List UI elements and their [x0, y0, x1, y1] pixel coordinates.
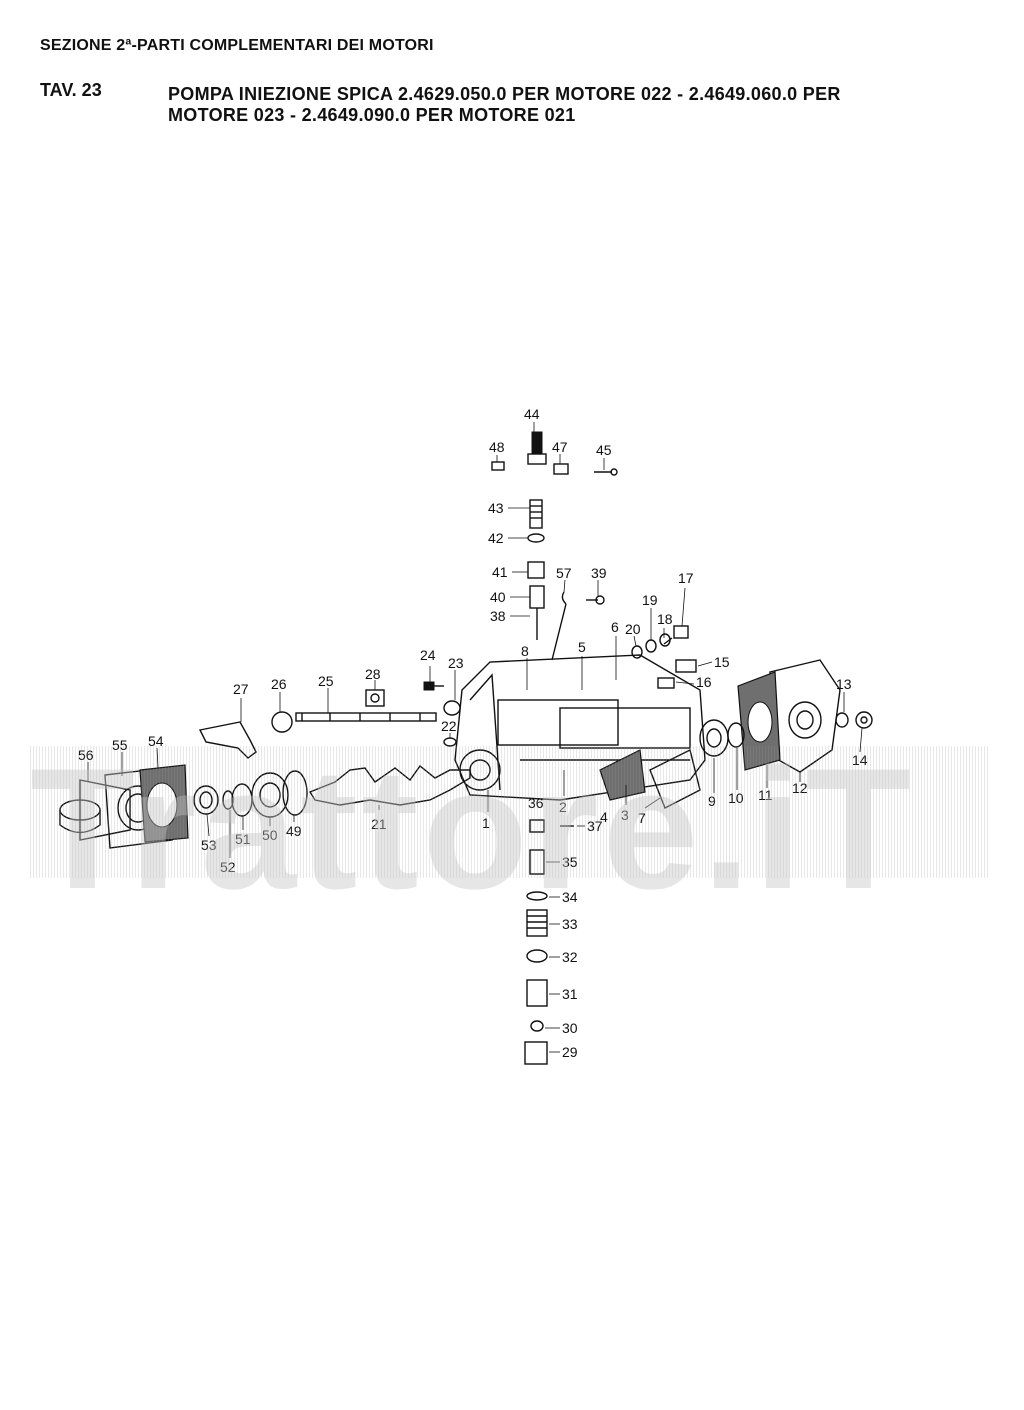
- callout-12: 12: [792, 780, 808, 796]
- callout-43: 43: [488, 500, 504, 516]
- callout-26: 26: [271, 676, 287, 692]
- callout-7: 7: [638, 810, 646, 826]
- callout-31: 31: [562, 986, 578, 1002]
- bearing-9: [699, 719, 729, 757]
- collar-49: [282, 770, 308, 816]
- callout-49: 49: [286, 823, 302, 839]
- callout-4: 4: [600, 809, 608, 825]
- bearing-ring-53: [193, 785, 219, 815]
- callout-25: 25: [318, 673, 334, 689]
- plug-16: [657, 677, 675, 689]
- section-title: SEZIONE 2ª-PARTI COMPLEMENTARI DEI MOTOR…: [40, 37, 434, 54]
- callout-24: 24: [420, 647, 436, 663]
- pump-housing: [454, 654, 706, 801]
- end-cover-12: [769, 659, 841, 773]
- bushing-26: [271, 711, 293, 733]
- callout-57: 57: [556, 565, 572, 581]
- callout-22: 22: [441, 718, 457, 734]
- delivery-valve-stack: [491, 431, 618, 640]
- circlip-52: [222, 790, 234, 810]
- callout-42: 42: [488, 530, 504, 546]
- callout-23: 23: [448, 655, 464, 671]
- nut-28: [365, 689, 385, 707]
- callout-56: 56: [78, 747, 94, 763]
- screw-17: [663, 625, 689, 645]
- nut-13: [835, 712, 849, 728]
- callout-50: 50: [262, 827, 278, 843]
- callout-29: 29: [562, 1044, 578, 1060]
- callout-44: 44: [524, 406, 540, 422]
- callout-6: 6: [611, 619, 619, 635]
- callout-52: 52: [220, 859, 236, 875]
- callout-54: 54: [148, 733, 164, 749]
- callout-38: 38: [490, 608, 506, 624]
- gasket-54: [139, 764, 189, 843]
- callout-34: 34: [562, 889, 578, 905]
- ring-22: [443, 737, 457, 747]
- callout-9: 9: [708, 793, 716, 809]
- callout-51: 51: [235, 831, 251, 847]
- callout-45: 45: [596, 442, 612, 458]
- gasket-3: [599, 749, 646, 801]
- callout-28: 28: [365, 666, 381, 682]
- callout-32: 32: [562, 949, 578, 965]
- control-rod-25: [295, 712, 437, 722]
- callout-labels: 1 2 3 4 5 6 7 8 9 10 11 12 13 14 15 16 1…: [78, 406, 868, 1060]
- screw-24: [423, 681, 444, 691]
- callout-39: 39: [591, 565, 607, 581]
- plate-title-line-2: MOTORE 023 - 2.4649.090.0 PER MOTORE 021: [168, 105, 576, 125]
- drive-flange-56: [59, 779, 131, 841]
- callout-10: 10: [728, 790, 744, 806]
- callout-20: 20: [625, 621, 641, 637]
- callout-17: 17: [678, 570, 694, 586]
- callout-16: 16: [696, 674, 712, 690]
- callout-53: 53: [201, 837, 217, 853]
- leader-lines: [87, 422, 863, 1053]
- seal-ring-51: [231, 783, 253, 817]
- gasket-11: [737, 671, 781, 771]
- callout-15: 15: [714, 654, 730, 670]
- callout-21: 21: [371, 816, 387, 832]
- callout-40: 40: [490, 589, 506, 605]
- fitting-27: [198, 721, 257, 759]
- cover-plate-7: [649, 748, 701, 809]
- callout-18: 18: [657, 611, 673, 627]
- callout-36: 36: [528, 795, 544, 811]
- callout-2: 2: [559, 799, 567, 815]
- callout-27: 27: [233, 681, 249, 697]
- callout-37: 37: [587, 818, 603, 834]
- callout-35: 35: [562, 854, 578, 870]
- nut-14: [855, 711, 873, 729]
- tappet-stack: [524, 819, 574, 1065]
- callout-41: 41: [492, 564, 508, 580]
- callout-19: 19: [642, 592, 658, 608]
- callout-14: 14: [852, 752, 868, 768]
- callout-33: 33: [562, 916, 578, 932]
- lever-57: [551, 591, 567, 661]
- callout-8: 8: [521, 643, 529, 659]
- callout-30: 30: [562, 1020, 578, 1036]
- callout-5: 5: [578, 639, 586, 655]
- callout-1: 1: [482, 815, 490, 831]
- screw-39: [586, 595, 605, 605]
- plate-title: POMPA INIEZIONE SPICA 2.4629.050.0 PER M…: [168, 84, 968, 126]
- callout-48: 48: [489, 439, 505, 455]
- plate-title-line-1: POMPA INIEZIONE SPICA 2.4629.050.0 PER M…: [168, 84, 841, 104]
- callout-11: 11: [758, 787, 773, 803]
- bushing-23: [443, 700, 461, 716]
- plug-15: [675, 659, 697, 673]
- callout-13: 13: [836, 676, 852, 692]
- callout-47: 47: [552, 439, 568, 455]
- callout-3: 3: [621, 807, 629, 823]
- camshaft: [308, 764, 471, 806]
- plate-reference: TAV. 23: [40, 80, 102, 100]
- callout-55: 55: [112, 737, 128, 753]
